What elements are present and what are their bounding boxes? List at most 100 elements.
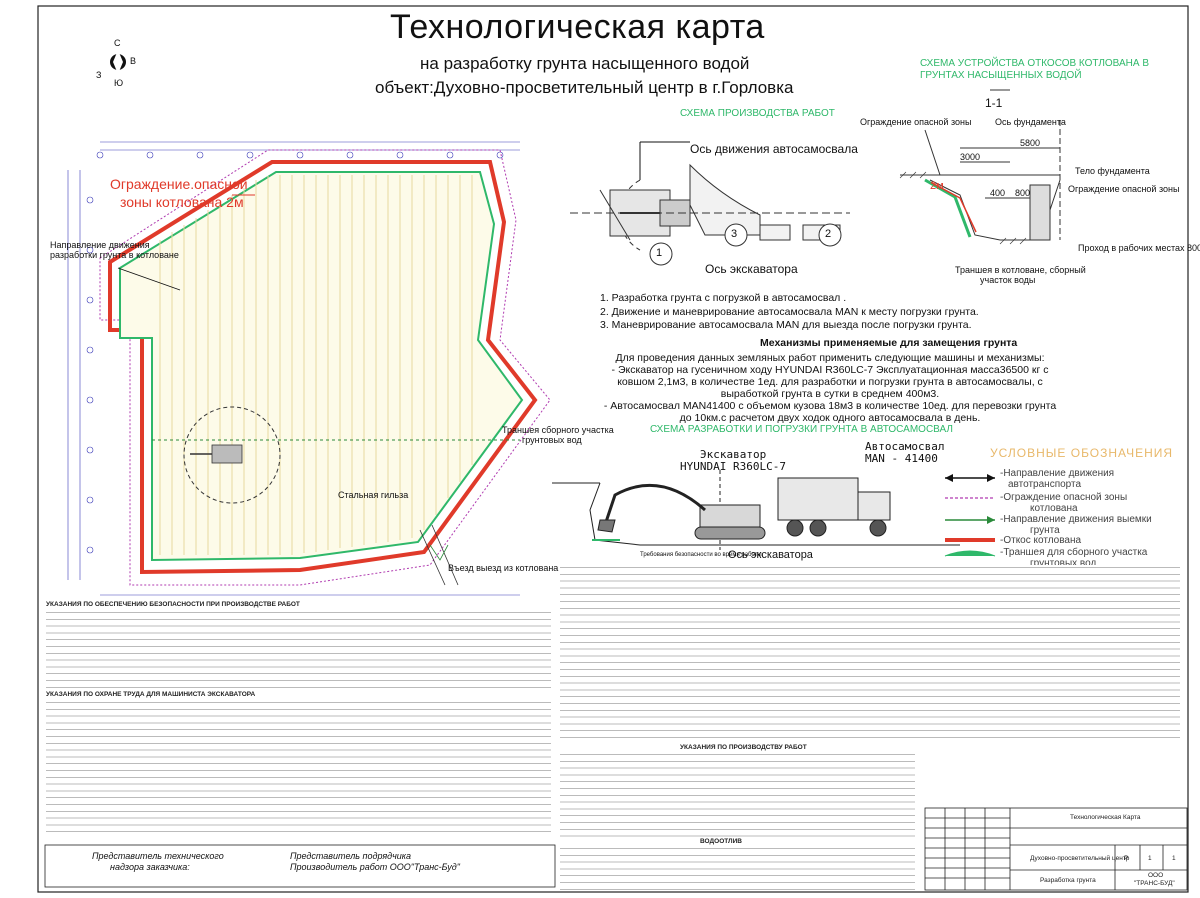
- stamp-org-line1: ООО: [1148, 872, 1164, 879]
- work-step-3: 3. Маневрирование автосамосвала MAN для …: [600, 319, 972, 331]
- page-title: Технологическая карта: [390, 8, 765, 46]
- compass-north: С: [114, 38, 121, 48]
- plan-axis-markers: [86, 151, 504, 554]
- mechanisms-line-3: ковшом 2,1м3, в количестве 1ед. для разр…: [617, 376, 1043, 388]
- legend-item-1-line2: автотранспорта: [1008, 479, 1082, 490]
- signature-box: [44, 844, 556, 888]
- loading-scheme-title: СХЕМА РАЗРАБОТКИ И ПОГРУЗКИ ГРУНТА В АВТ…: [650, 424, 953, 435]
- contractor-line2: Производитель работ ООО"Транс-Буд": [290, 862, 460, 872]
- drainage-section-heading: ВОДООТЛИВ: [700, 838, 742, 845]
- dim-800: 800: [1015, 188, 1031, 198]
- safety-section-body: [46, 610, 551, 690]
- pit-fence-outline: [99, 149, 551, 586]
- direction-label-line1: Направление движения: [50, 240, 150, 250]
- loading-excavator-label-1: Экскаватор: [700, 448, 767, 461]
- stamp-stage: Р: [1124, 855, 1129, 862]
- drainage-section-body: [560, 846, 915, 890]
- production-section-heading: УКАЗАНИЯ ПО ПРОИЗВОДСТВУ РАБОТ: [680, 744, 807, 751]
- trench-label-line2: грунтовых вод: [522, 435, 582, 445]
- stamp-object: Духовно-просветительный центр: [1030, 855, 1130, 862]
- slope-fence-label2: Ограждение опасной зоны: [1068, 184, 1180, 194]
- section-label: 1-1: [985, 96, 1003, 110]
- fence-label-line1: Ограждение.опасной: [110, 176, 248, 192]
- loading-truck-label-2: MAN - 41400: [865, 452, 938, 465]
- mechanisms-line-5: - Автосамосвал MAN41400 с объемом кузова…: [603, 400, 1057, 412]
- production-section-body: [560, 752, 915, 837]
- safety-caption: Требования безопасности во время работы: [640, 552, 762, 558]
- slope-scheme-drawing: [900, 89, 1061, 241]
- step-circle-2: 2: [825, 228, 832, 240]
- legend-item-5-line2: грунтовых вод: [1030, 558, 1097, 569]
- loading-excavator-label-2: HYUNDAI R360LC-7: [680, 460, 786, 473]
- loading-truck: [777, 477, 891, 537]
- legend-item-1-line1: -Направление движения: [1000, 468, 1115, 479]
- dim-400: 400: [990, 188, 1006, 198]
- slope-trench-label-line1: Траншея в котловане, сборный: [955, 265, 1086, 275]
- work-scheme-title: СХЕМА ПРОИЗВОДСТВА РАБОТ: [680, 108, 835, 119]
- step-circle-1: 1: [656, 247, 663, 259]
- direction-arrow-line: [117, 267, 181, 291]
- legend-item-3-line1: -Направление движения выемки: [1000, 514, 1152, 525]
- pit-hatch-lines: [159, 175, 473, 555]
- foundation-axis-label: Ось фундамента: [995, 117, 1066, 127]
- mechanisms-heading: Механизмы применяемые для замещения грун…: [760, 337, 1018, 349]
- loading-truck-label-1: Автосамосвал: [865, 440, 945, 453]
- customer-rep-line1: Представитель технического: [92, 851, 224, 861]
- stamp-org-line2: "ТРАНС-БУД": [1134, 880, 1175, 887]
- passage-label: Проход в рабочих местах 800мм: [1078, 243, 1200, 253]
- legend-item-2-line2: котлована: [1030, 503, 1078, 514]
- mechanisms-line-1: Для проведения данных земляных работ при…: [615, 352, 1045, 364]
- stamp-work: Разработка грунта: [1040, 877, 1096, 884]
- safety-section-heading: УКАЗАНИЯ ПО ОБЕСПЕЧЕНИЮ БЕЗОПАСНОСТИ ПРИ…: [46, 601, 300, 608]
- slope-ground-hatch: [899, 171, 1027, 245]
- safety-section-body-right: [560, 565, 1180, 743]
- work-scheme-drawing: [570, 141, 850, 251]
- plan-excavator-radius: [183, 406, 281, 504]
- legend-item-3-line2: грунта: [1030, 525, 1060, 536]
- truck-axis-label: Ось движения автосамосвала: [690, 142, 858, 156]
- compass-west: З: [96, 70, 102, 80]
- compass-rose: [110, 50, 126, 74]
- excavator-axis-label: Ось экскаватора: [705, 262, 798, 276]
- stamp-sheets: 1: [1172, 855, 1176, 862]
- stamp-sheet: 1: [1148, 855, 1152, 862]
- stamp-block: [924, 807, 1188, 891]
- legend-title: УСЛОВНЫЕ ОБОЗНАЧЕНИЯ: [990, 446, 1174, 460]
- dim-2m: 2м: [930, 180, 944, 192]
- trench-label-line1: Траншея сборного участка: [502, 425, 614, 435]
- compass-east: В: [130, 56, 137, 66]
- slope-scheme-title-line2: ГРУНТАХ НАСЫЩЕННЫХ ВОДОЙ: [920, 70, 1082, 81]
- sleeve-label: Стальная гильза: [338, 490, 409, 500]
- loading-axis-label: Ось экскаватора: [728, 549, 813, 561]
- slope-scheme-title-line1: СХЕМА УСТРОЙСТВА ОТКОСОВ КОТЛОВАНА В: [920, 58, 1150, 69]
- object-name: объект:Духовно-просветительный центр в г…: [375, 78, 794, 97]
- fence-label-line2: зоны котлована 2м: [120, 194, 244, 210]
- direction-label-line2: разработки грунта в котловане: [50, 250, 179, 260]
- legend-item-2-line1: -Ограждение опасной зоны: [1000, 492, 1128, 503]
- step-circle-3: 3: [731, 228, 738, 240]
- dim-3000: 3000: [960, 152, 981, 162]
- stamp-doc-title: Технологическая Карта: [1070, 814, 1141, 821]
- foundation-body-label: Тело фундамента: [1075, 166, 1150, 176]
- dim-5800: 5800: [1020, 138, 1041, 148]
- legend-item-5-line1: -Траншея для сборного участка: [1000, 547, 1148, 558]
- loading-excavator: [597, 483, 766, 540]
- work-step-circles: [649, 223, 842, 266]
- labor-section-body: [46, 700, 551, 835]
- plan-excavator: [211, 444, 243, 464]
- mechanisms-line-6: до 10км.с расчетом двух ходок одного авт…: [679, 412, 981, 424]
- slope-fence-label: Ограждение опасной зоны: [860, 117, 972, 127]
- exit-label: Въезд выезд из котлована: [448, 563, 559, 573]
- work-step-2: 2. Движение и маневрирование автосамосва…: [600, 306, 979, 318]
- mechanisms-line-4: выработкой грунта в сутки в среднем 400м…: [720, 388, 940, 400]
- exit-road: [419, 524, 459, 586]
- labor-section-heading: УКАЗАНИЯ ПО ОХРАНЕ ТРУДА ДЛЯ МАШИНИСТА Э…: [46, 691, 256, 698]
- contractor-line1: Представитель подрядчика: [290, 851, 412, 861]
- customer-rep-line2: надзора заказчика:: [110, 862, 190, 872]
- page-subtitle: на разработку грунта насыщенного водой: [420, 54, 750, 73]
- legend-symbols: [944, 474, 996, 557]
- outer-frame: [37, 5, 1189, 893]
- work-step-1: 1. Разработка грунта с погрузкой в автос…: [600, 292, 847, 304]
